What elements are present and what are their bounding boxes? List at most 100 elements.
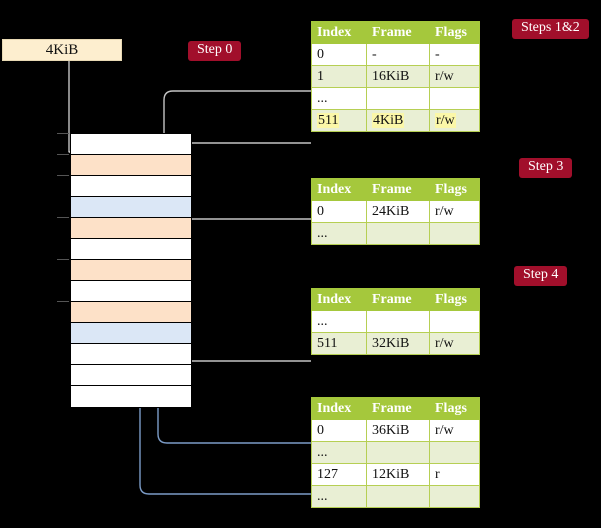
table-cell-frame: - xyxy=(366,43,430,66)
badge-steps-1-2: Steps 1&2 xyxy=(512,19,589,39)
memory-frame-tick xyxy=(57,259,69,260)
memory-frame-tick xyxy=(57,154,69,155)
memory-frame-row xyxy=(71,155,191,176)
table-cell-flags xyxy=(429,310,480,333)
table-cell-frame: 36KiB xyxy=(366,419,430,442)
memory-frame-tick xyxy=(57,301,69,302)
table-cell-flags: r/w xyxy=(429,332,480,355)
table-cell-index: ... xyxy=(311,222,367,245)
table-row: ... xyxy=(311,485,480,508)
table-cell-flags xyxy=(429,485,480,508)
table-cell-frame: 32KiB xyxy=(366,332,430,355)
column-header-index: Index xyxy=(311,21,367,44)
frame-size-label: 4KiB xyxy=(45,42,79,58)
column-header-frame: Frame xyxy=(366,21,430,44)
highlighted-value: r/w xyxy=(435,112,456,128)
memory-frame-row xyxy=(71,197,191,218)
memory-frame-row xyxy=(71,176,191,197)
badge-steps-1-2-label: Steps 1&2 xyxy=(521,20,580,35)
column-header-flags: Flags xyxy=(429,178,480,201)
table-cell-flags xyxy=(429,87,480,110)
table-cell-flags: - xyxy=(429,43,480,66)
memory-frame-tick xyxy=(57,133,69,134)
highlighted-value: 4KiB xyxy=(372,112,405,128)
memory-frame-row xyxy=(71,386,191,407)
table-row: 511 4KiB r/w xyxy=(311,109,480,132)
table-cell-frame: 24KiB xyxy=(366,200,430,223)
memory-frame-row xyxy=(71,365,191,386)
memory-frame-column xyxy=(70,133,192,408)
table-cell-index: 511 xyxy=(311,109,367,132)
badge-step-0: Step 0 xyxy=(188,41,242,61)
table-cell-frame xyxy=(366,310,430,333)
column-header-flags: Flags xyxy=(429,21,480,44)
table-cell-index: 511 xyxy=(311,332,367,355)
table-cell-frame: 16KiB xyxy=(366,65,430,88)
table-cell-frame xyxy=(366,441,430,464)
column-header-frame: Frame xyxy=(366,397,430,420)
badge-step-3-label: Step 3 xyxy=(528,159,564,174)
badge-step-3: Step 3 xyxy=(519,158,573,178)
table-cell-flags: r/w xyxy=(429,109,480,132)
table-cell-index: ... xyxy=(311,87,367,110)
table-row: ... xyxy=(311,87,480,110)
column-header-index: Index xyxy=(311,288,367,311)
badge-step-0-label: Step 0 xyxy=(197,42,233,57)
memory-frame-row xyxy=(71,260,191,281)
table-cell-flags: r/w xyxy=(429,419,480,442)
badge-step-4-label: Step 4 xyxy=(523,267,559,282)
table-cell-index: 0 xyxy=(311,200,367,223)
memory-frame-tick xyxy=(57,217,69,218)
table-cell-flags xyxy=(429,441,480,464)
table-cell-flags xyxy=(429,222,480,245)
table-cell-frame: 12KiB xyxy=(366,463,430,486)
frame-size-box: 4KiB xyxy=(2,39,122,61)
connector-step4 xyxy=(170,314,311,362)
column-header-frame: Frame xyxy=(366,288,430,311)
highlighted-value: 511 xyxy=(317,112,340,128)
table-cell-flags: r xyxy=(429,463,480,486)
column-header-flags: Flags xyxy=(429,288,480,311)
memory-frame-row xyxy=(71,218,191,239)
column-header-index: Index xyxy=(311,178,367,201)
memory-frame-row xyxy=(71,344,191,365)
memory-frame-row xyxy=(71,323,191,344)
memory-frame-row xyxy=(71,239,191,260)
table-cell-frame: 4KiB xyxy=(366,109,430,132)
badge-step-4: Step 4 xyxy=(514,266,568,286)
connector-step3 xyxy=(175,218,311,282)
table-cell-index: 0 xyxy=(311,43,367,66)
table-cell-frame xyxy=(366,485,430,508)
table-cell-frame xyxy=(366,87,430,110)
table-cell-index: ... xyxy=(311,441,367,464)
table-row: ... xyxy=(311,441,480,464)
table-row: 0-- xyxy=(311,43,480,66)
column-header-frame: Frame xyxy=(366,178,430,201)
table-cell-index: ... xyxy=(311,310,367,333)
table-cell-index: 127 xyxy=(311,463,367,486)
table-cell-frame xyxy=(366,222,430,245)
table-row: ... xyxy=(311,222,480,245)
connector-step0 xyxy=(60,48,75,156)
table-cell-index: 1 xyxy=(311,65,367,88)
column-header-flags: Flags xyxy=(429,397,480,420)
table-row: ... xyxy=(311,310,480,333)
memory-frame-row xyxy=(71,302,191,323)
table-cell-index: ... xyxy=(311,485,367,508)
memory-frame-tick xyxy=(57,175,69,176)
table-cell-index: 0 xyxy=(311,419,367,442)
table-cell-flags: r/w xyxy=(429,200,480,223)
memory-frame-row xyxy=(71,134,191,155)
table-cell-flags: r/w xyxy=(429,65,480,88)
column-header-index: Index xyxy=(311,397,367,420)
